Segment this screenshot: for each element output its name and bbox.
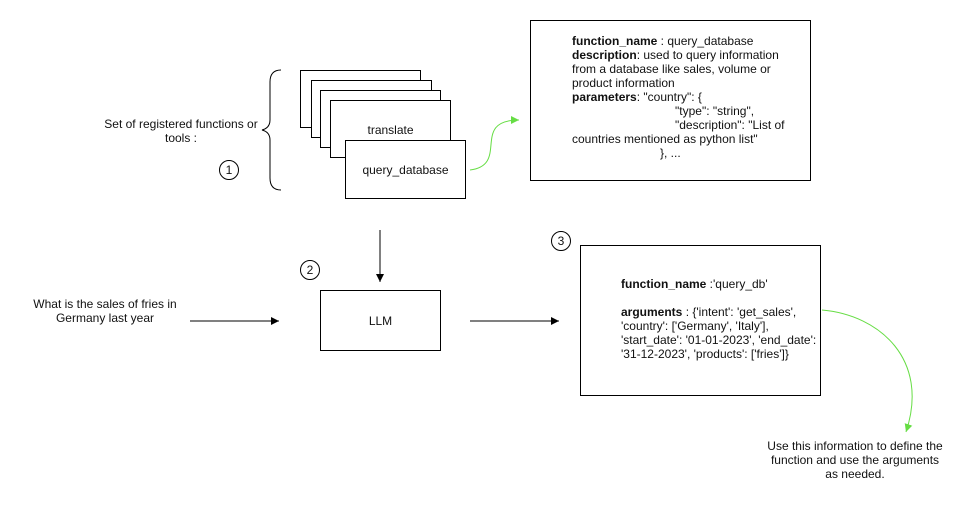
- output-args-line2: 'country': ['Germany', 'Italy'],: [621, 319, 769, 333]
- usage-note-line2: function and use the arguments: [770, 453, 940, 467]
- output-args-key: arguments: [621, 305, 683, 319]
- schema-name-value: query_database: [667, 34, 754, 48]
- schema-desc-line1: : used to query information: [636, 48, 779, 62]
- schema-params-line3: "description": "List of: [675, 118, 785, 132]
- tools-label-line1: Set of registered functions or: [104, 117, 258, 131]
- usage-note: Use this information to define the funct…: [755, 439, 955, 481]
- output-name-key: function_name: [621, 277, 707, 291]
- function-call-output-box: function_name :'query_db' arguments : {'…: [580, 245, 821, 396]
- schema-params-line4: countries mentioned as python list": [572, 132, 758, 146]
- function-schema-text: function_name : query_database descripti…: [572, 34, 807, 160]
- schema-params-line1: : "country": {: [636, 90, 702, 104]
- function-schema-box: function_name : query_database descripti…: [530, 20, 811, 181]
- schema-desc-key: description: [572, 48, 637, 62]
- output-name-value: :'query_db': [706, 277, 768, 291]
- tools-label: Set of registered functions or tools :: [96, 117, 266, 145]
- schema-params-key: parameters: [572, 90, 637, 104]
- schema-name-key: function_name: [572, 34, 658, 48]
- arrow-output-to-note: [821, 309, 913, 433]
- user-query-line2: Germany last year: [55, 311, 155, 325]
- schema-desc-line3: product information: [572, 76, 675, 90]
- output-args-line1: : {'intent': 'get_sales',: [682, 305, 797, 319]
- output-name-line: function_name :'query_db': [621, 277, 819, 291]
- schema-desc-line2: from a database like sales, volume or: [572, 62, 771, 76]
- tool-card-query-database: query_database: [345, 140, 466, 199]
- step-badge-1: 1: [219, 160, 239, 180]
- schema-params-line5: }, ...: [660, 146, 681, 160]
- schema-name-sep: :: [657, 34, 668, 48]
- usage-note-line1: Use this information to define the: [767, 439, 943, 453]
- output-arguments: arguments : {'intent': 'get_sales', 'cou…: [621, 305, 821, 361]
- tool-card-query-database-label: query_database: [362, 162, 449, 177]
- llm-box: LLM: [320, 290, 441, 351]
- output-args-line4: '31-12-2023', 'products': ['fries']}: [621, 347, 789, 361]
- tools-label-line2: tools :: [164, 131, 197, 145]
- llm-label: LLM: [368, 313, 393, 328]
- step-badge-2: 2: [300, 260, 320, 280]
- output-args-line3: 'start_date': '01-01-2023', 'end_date':: [621, 333, 817, 347]
- arrow-tool-to-schema: [469, 116, 520, 171]
- usage-note-line3: as needed.: [825, 467, 885, 481]
- user-query-line1: What is the sales of fries in: [33, 297, 177, 311]
- step-badge-3: 3: [551, 231, 571, 251]
- schema-params-line2: "type": "string",: [675, 104, 755, 118]
- tool-card-translate-label: translate: [367, 123, 414, 137]
- user-query: What is the sales of fries in Germany la…: [20, 297, 190, 325]
